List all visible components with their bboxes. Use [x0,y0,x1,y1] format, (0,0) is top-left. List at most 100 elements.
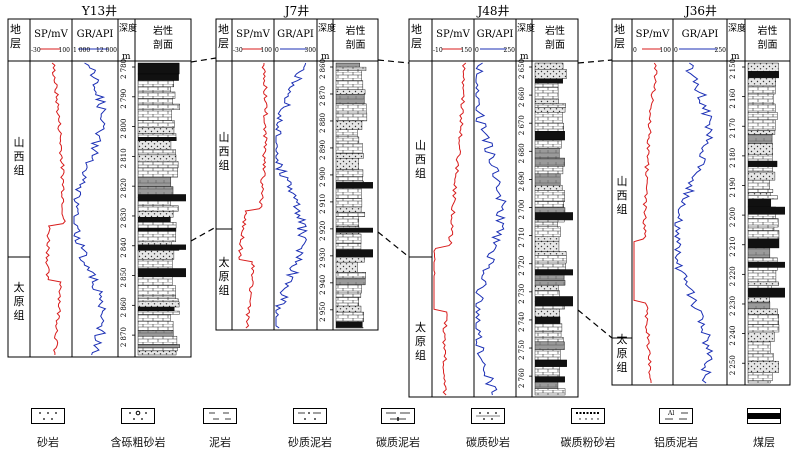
litho-layer [747,353,774,362]
litho-layer [534,255,567,264]
legend-label: 碳质砂岩 [466,436,510,449]
header-litho: 岩性 [346,24,366,37]
litho-layer [534,148,560,159]
litho-layer [137,344,180,348]
litho-layer [137,306,175,312]
depth-label: 2 950 [319,302,327,322]
litho-layer [137,321,174,331]
gr-scale-max: 300 [305,47,317,54]
litho-layer [335,176,363,182]
legend-symbol-al_mud: Al [659,408,693,424]
legend-symbol-sandstone [31,408,65,424]
litho-layer [534,226,561,237]
litho-layer [747,331,775,342]
depth-label: 2 240 [729,326,737,346]
litho-layer [137,314,171,322]
litho-layer [747,103,776,113]
legend-symbol-carb_sand [471,408,505,424]
litho-layer [534,376,565,383]
litho-layer [747,160,778,168]
litho-layer [137,62,180,75]
header-formation: 地 [411,23,422,36]
depth-label: 2 870 [120,327,128,347]
formation-label-shanxi: 山西组 [617,175,628,216]
formation-char: 组 [617,202,628,216]
litho-layer [747,218,779,228]
litho-layer [137,310,180,315]
litho-layer [335,62,360,68]
depth-label: 2 800 [120,119,128,139]
depth-label: 2 700 [518,199,526,219]
legend-label: 含砾粗砂岩 [110,436,166,449]
legend-item-carb_silt: 碳质粉砂岩 [548,402,628,450]
header-gr: GR/API [77,29,114,40]
depth-label: 2 930 [319,248,327,268]
litho-layer [137,137,177,141]
legend-label: 碳质泥岩 [376,436,420,449]
depth-label: 2 220 [729,266,737,286]
sp-scale-min: 0 [633,47,637,54]
litho-layer [747,143,773,156]
litho-layer [534,69,567,79]
litho-layer [335,103,367,114]
gr-scale-max: 12 000 [96,47,117,54]
litho-layer [534,366,560,377]
litho-layer [335,94,365,104]
gr-curve [673,62,714,384]
litho-layer [534,62,564,70]
litho-layer [747,195,778,200]
sp-curve [238,62,269,329]
litho-layer [534,83,559,88]
formation-char: 西 [415,153,426,166]
litho-layer [534,285,559,291]
litho-layer [335,277,366,286]
depth-label: 2 230 [729,296,737,316]
litho-layer [534,78,563,84]
depth-label: 2 860 [120,297,128,317]
formation-label-shanxi: 山西组 [14,136,25,177]
formation-char: 原 [617,347,628,360]
depth-label: 2 810 [120,148,128,168]
depth-label: 2 870 [319,86,327,106]
legend-item-sandy_mud: 砂质泥岩 [270,402,350,450]
depth-label: 2 660 [518,87,526,107]
formation-char: 原 [219,270,230,283]
litho-layer [747,230,780,239]
litho-layer [137,103,180,110]
litho-layer [747,119,776,131]
litho-layer [137,154,177,162]
litho-layer [335,305,362,313]
depth-label: 2 900 [319,167,327,187]
formation-char: 组 [415,166,426,180]
litho-layer [137,98,173,105]
litho-layer [137,295,176,299]
litho-layer [534,280,566,286]
litho-layer [335,292,362,298]
litho-layer [747,189,774,193]
litho-layer [335,216,360,227]
legend-item-carb_mud: 碳质泥岩 [358,402,438,450]
depth-label: 2 780 [120,59,128,79]
litho-layer [137,80,174,88]
litho-layer [137,73,179,81]
litho-layer [137,86,171,93]
litho-layer [747,192,771,196]
formation-char: 组 [415,348,426,362]
litho-layer [534,381,559,389]
litho-layer [534,262,566,270]
litho-layer [747,314,779,325]
litho-layer [137,231,177,243]
header-depth: m [122,52,131,62]
formation-char: 组 [219,158,230,172]
litho-layer [137,127,175,134]
correlation-line [377,231,410,258]
legend-item-pebbly: 含砾粗砂岩 [98,402,178,450]
header-formation: 层 [218,37,229,50]
litho-layer [534,236,560,242]
header-litho: 岩性 [153,24,173,37]
coal-seam [748,261,785,268]
litho-layer [137,227,177,232]
litho-layer [335,66,367,71]
